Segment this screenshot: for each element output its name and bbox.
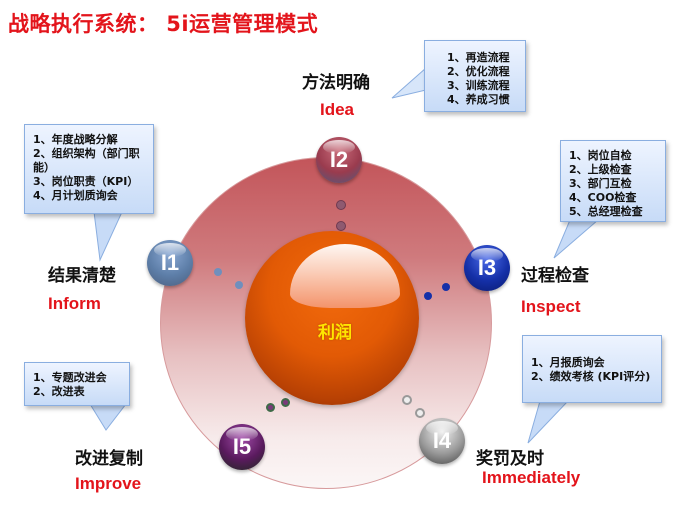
connector-dot xyxy=(336,221,346,231)
callout-i4: 1、月报质询会 2、绩效考核 (KPI评分) xyxy=(522,335,662,403)
callout-item: 2、优化流程 xyxy=(447,65,510,78)
node-i4-subtitle: Immediately xyxy=(482,468,581,487)
node-i1-subtitle: Inform xyxy=(48,294,101,313)
callout-i5: 1、专题改进会 2、改进表 xyxy=(24,362,130,406)
callout-item: 1、再造流程 xyxy=(447,51,510,64)
callout-item: 2、绩效考核 (KPI评分) xyxy=(531,370,651,383)
connector-dot xyxy=(424,292,432,300)
callout-item: 4、COO检查 xyxy=(569,191,637,204)
callout-item: 3、训练流程 xyxy=(447,79,510,92)
node-i5-label: I5 xyxy=(232,434,252,459)
callout-item: 1、年度战略分解 xyxy=(33,133,118,146)
node-i3-label: I3 xyxy=(477,255,497,280)
node-i5-title: 改进复制 xyxy=(75,449,143,469)
callout-i1: 1、年度战略分解 2、组织架构（部门职能） 3、岗位职责（KPI） 4、月计划质… xyxy=(24,124,154,214)
node-i4-label: I4 xyxy=(432,428,452,453)
profit-label: 利润 xyxy=(318,323,352,343)
diagram-title: 战略执行系统： 5i运营管理模式 xyxy=(8,12,319,36)
node-i2-ball: I2 xyxy=(316,137,362,183)
connector-dot xyxy=(415,408,425,418)
callout-tail xyxy=(391,66,427,99)
callout-tail xyxy=(553,220,599,259)
node-i2-label: I2 xyxy=(329,147,349,172)
callout-tail xyxy=(527,401,569,444)
connector-dot xyxy=(214,268,222,276)
node-i3-subtitle: Inspect xyxy=(521,297,581,316)
callout-item: 1、月报质询会 xyxy=(531,356,605,369)
node-i3-title: 过程检查 xyxy=(521,266,589,286)
node-i2-subtitle: Idea xyxy=(320,100,355,119)
connector-dot xyxy=(281,398,290,407)
connector-dot xyxy=(402,395,412,405)
connector-dot xyxy=(235,281,243,289)
callout-tail xyxy=(89,404,127,431)
callout-i3: 1、岗位自检 2、上级检查 3、部门互检 4、COO检查 5、总经理检查 xyxy=(560,140,666,222)
callout-item: 5、总经理检查 xyxy=(569,205,643,218)
callout-i2: 1、再造流程 2、优化流程 3、训练流程 4、养成习惯 xyxy=(424,40,526,112)
callout-item: 2、组织架构（部门职能） xyxy=(33,147,140,174)
callout-item: 1、岗位自检 xyxy=(569,149,632,162)
callout-item: 3、部门互检 xyxy=(569,177,632,190)
callout-item: 4、养成习惯 xyxy=(447,93,510,106)
callout-item: 4、月计划质询会 xyxy=(33,189,118,202)
callout-item: 2、上级检查 xyxy=(569,163,632,176)
callout-item: 3、岗位职责（KPI） xyxy=(33,175,139,188)
callout-item: 2、改进表 xyxy=(33,385,85,398)
node-i1-title: 结果清楚 xyxy=(48,266,116,286)
node-i3-ball: I3 xyxy=(464,245,510,291)
node-i5-ball: I5 xyxy=(219,424,265,470)
callout-tail xyxy=(93,212,123,262)
connector-dot xyxy=(266,403,275,412)
node-i4-ball: I4 xyxy=(419,418,465,464)
node-i1-label: I1 xyxy=(160,250,180,275)
connector-dot xyxy=(336,200,346,210)
node-i4-title: 奖罚及时 xyxy=(476,449,544,469)
connector-dot xyxy=(442,283,450,291)
callout-item: 1、专题改进会 xyxy=(33,371,107,384)
node-i2-title: 方法明确 xyxy=(302,73,370,93)
node-i1-ball: I1 xyxy=(147,240,193,286)
node-i5-subtitle: Improve xyxy=(75,474,142,493)
